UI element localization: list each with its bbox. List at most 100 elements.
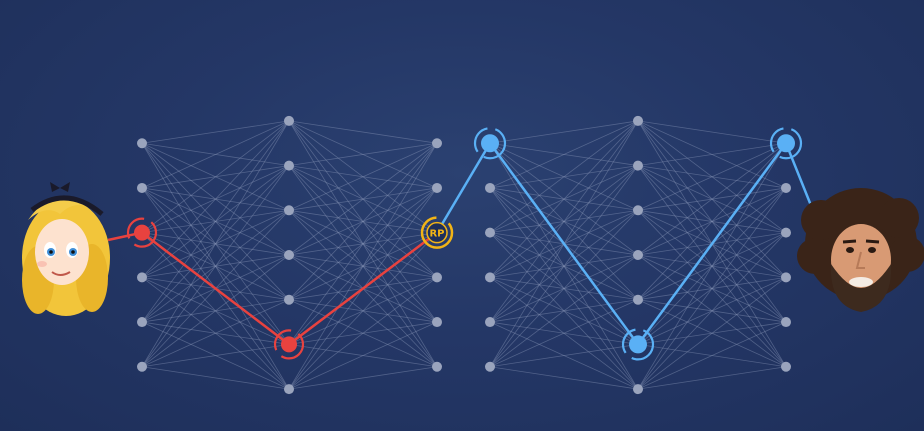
network-edge <box>637 299 787 323</box>
network-node <box>284 160 294 171</box>
network-node <box>781 317 791 328</box>
network-edge <box>141 209 290 234</box>
network-edge <box>288 321 438 390</box>
network-edge <box>288 344 438 368</box>
network-edge <box>489 142 639 211</box>
network-edge <box>637 120 787 323</box>
network-edge <box>288 209 438 323</box>
network-edge <box>141 142 290 300</box>
network-edge <box>637 165 787 278</box>
network-node <box>432 317 442 328</box>
network-edge <box>288 187 438 256</box>
network-edge <box>288 120 438 367</box>
network-node <box>781 361 791 372</box>
network-edge <box>637 187 787 390</box>
network-edge <box>288 142 438 300</box>
network-edge <box>489 120 639 144</box>
network-edge <box>489 254 639 278</box>
network-edge <box>141 187 290 345</box>
network-edge <box>637 344 787 368</box>
network-edge <box>637 142 787 211</box>
network-edge <box>489 366 639 390</box>
network-edge <box>141 142 290 256</box>
network-node <box>633 160 643 171</box>
network-edge <box>141 232 290 301</box>
network-edge <box>288 366 438 390</box>
network-node <box>137 138 147 149</box>
network-nodes: RP <box>126 115 803 395</box>
network-edge <box>141 277 290 390</box>
network-node <box>432 272 442 283</box>
network-node <box>284 294 294 305</box>
network-edge <box>141 232 290 256</box>
network-edge <box>489 344 639 368</box>
network-edge <box>637 232 787 390</box>
network-edge <box>141 143 290 345</box>
encoder-active-node <box>134 224 150 241</box>
network-edge <box>489 276 639 301</box>
latent-node <box>426 221 448 244</box>
network-edge <box>489 232 639 390</box>
network-edge <box>637 366 787 390</box>
network-edge <box>637 165 787 234</box>
network-edge <box>489 187 639 390</box>
network-edge <box>141 254 290 368</box>
network-edge <box>489 165 639 234</box>
network-edge <box>288 165 438 189</box>
network-edge <box>288 187 438 345</box>
network-edge <box>141 165 290 278</box>
decoder-path-line <box>435 140 814 347</box>
encoder-active-node-ring <box>273 329 305 360</box>
network-node <box>137 182 147 193</box>
network-edge <box>288 254 438 278</box>
network-edge <box>489 120 639 189</box>
network-edge <box>489 254 639 323</box>
network-edge <box>141 120 290 278</box>
network-edge <box>489 209 639 234</box>
network-edge <box>489 277 639 390</box>
network-edge <box>489 142 639 300</box>
encoder-active-node-ring <box>126 217 158 248</box>
network-edge <box>141 187 290 301</box>
network-edge <box>141 165 290 323</box>
network-edge <box>288 232 438 390</box>
network-edge <box>637 187 787 211</box>
network-edge <box>141 120 290 367</box>
network-node <box>633 384 643 395</box>
encoder-active-node <box>281 336 297 353</box>
network-edge <box>141 276 290 345</box>
network-edge <box>288 187 438 211</box>
network-node <box>284 384 294 395</box>
network-edge <box>288 120 438 323</box>
network-edge <box>637 321 787 390</box>
network-node <box>485 272 495 283</box>
network-edge <box>288 209 438 278</box>
network-node <box>284 115 294 126</box>
network-edge <box>288 276 438 345</box>
network-edge <box>288 120 438 189</box>
network-edge <box>637 232 787 301</box>
bearded-man-face-icon <box>797 188 924 312</box>
network-node <box>137 361 147 372</box>
network-node <box>432 138 442 149</box>
network-node <box>485 227 495 238</box>
network-edge <box>489 321 639 345</box>
network-edge <box>489 187 639 256</box>
network-edge <box>288 299 438 323</box>
network-node <box>633 115 643 126</box>
network-node <box>781 182 791 193</box>
network-edge <box>288 321 438 345</box>
network-edge <box>288 120 438 233</box>
network-edge <box>637 254 787 278</box>
network-edge <box>288 143 438 345</box>
network-edge <box>637 120 787 233</box>
network-edge <box>637 165 787 189</box>
network-edges <box>141 120 787 390</box>
network-edge <box>637 143 787 390</box>
network-node <box>485 317 495 328</box>
network-edge <box>288 232 438 301</box>
network-edge <box>637 187 787 345</box>
network-edge <box>141 366 290 390</box>
network-edge <box>489 276 639 345</box>
